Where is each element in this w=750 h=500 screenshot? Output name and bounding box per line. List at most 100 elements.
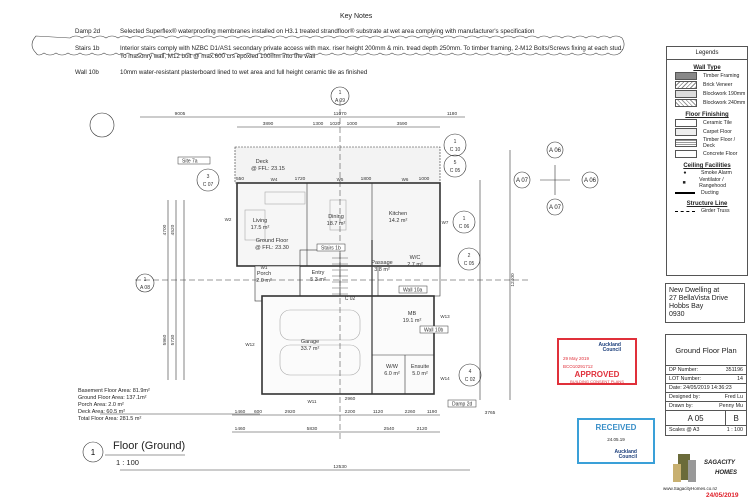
tag-wall-10b: Wall 10b (424, 328, 443, 334)
ventilator-icon: ■ (682, 180, 686, 186)
room-ww: W/W (386, 364, 399, 370)
svg-text:550: 550 (236, 176, 244, 182)
room-passage: Passage (371, 260, 392, 266)
key-note: To masonry wall, M12 bolt @ max.600 crs … (120, 53, 316, 60)
svg-text:1300: 1300 (313, 121, 324, 127)
svg-text:1: 1 (144, 277, 147, 283)
room-wc: W/C (410, 255, 421, 261)
company-logo: SAGACITY HOMES www.SagacityHomes.co.nz 2… (660, 452, 748, 500)
svg-text:1: 1 (463, 216, 466, 222)
svg-text:1020: 1020 (330, 121, 341, 127)
svg-text:A 09: A 09 (335, 98, 345, 104)
svg-text:3: 3 (207, 174, 210, 180)
svg-text:19.1 m²: 19.1 m² (403, 318, 422, 324)
svg-text:C 06: C 06 (459, 224, 470, 230)
svg-text:17.5 m²: 17.5 m² (251, 225, 270, 231)
building-logo-icon (673, 454, 696, 482)
svg-text:3765: 3765 (485, 410, 496, 416)
sheet-number: A 05 (666, 411, 727, 425)
svg-text:2260: 2260 (405, 409, 416, 415)
svg-text:5960: 5960 (162, 334, 168, 345)
received-stamp: RECEIVED 24.05.19 Auckland Council (577, 418, 655, 464)
svg-text:4520: 4520 (170, 224, 176, 235)
svg-text:W1: W1 (261, 265, 268, 270)
room-living: Living (253, 218, 267, 224)
svg-text:2920: 2920 (285, 409, 296, 415)
svg-text:600: 600 (254, 409, 262, 415)
svg-text:C 10: C 10 (450, 147, 461, 153)
tag-stairs: Stairs 1b (321, 246, 341, 252)
svg-text:4: 4 (469, 369, 472, 375)
svg-text:@ FFL: 23.30: @ FFL: 23.30 (255, 245, 289, 251)
svg-text:1190: 1190 (427, 409, 438, 415)
svg-text:33.7 m²: 33.7 m² (301, 346, 320, 352)
room-deck: Deck (256, 159, 269, 165)
svg-text:1120: 1120 (373, 409, 384, 415)
revision-cloud (31, 35, 625, 56)
svg-text:C 07: C 07 (203, 182, 214, 188)
svg-text:C 02: C 02 (465, 377, 476, 383)
svg-text:3890: 3890 (263, 121, 274, 127)
svg-text:W14: W14 (440, 376, 450, 381)
legend-title: Legends (667, 47, 747, 60)
room-mb: MB (408, 311, 417, 317)
svg-text:4700: 4700 (162, 224, 168, 235)
drawing-name: Ground Floor Plan (666, 335, 746, 366)
room-garage: Garage (301, 339, 319, 345)
tag-site: Site 7a (182, 159, 198, 165)
key-notes-title: Key Notes (340, 13, 373, 20)
svg-text:11070: 11070 (334, 111, 347, 117)
svg-text:5: 5 (454, 160, 457, 166)
svg-text:2: 2 (468, 253, 471, 259)
view-title: Floor (Ground) (113, 440, 185, 452)
svg-text:W12: W12 (245, 342, 255, 347)
room-kitchen: Kitchen (389, 211, 407, 217)
svg-text:1: 1 (454, 139, 457, 145)
room-porch: Porch (257, 271, 271, 277)
smoke-alarm-icon: ● (683, 170, 687, 176)
elevation-mark: A 06 (584, 178, 597, 184)
svg-text:2.0 m²: 2.0 m² (256, 278, 272, 284)
svg-text:3.8 m²: 3.8 m² (374, 267, 390, 273)
elevation-mark: A 07 (549, 205, 562, 211)
tag-damp: Damp 2d (452, 402, 473, 408)
legend-panel: Legends Wall Type Timber Framing Brick V… (666, 46, 748, 276)
svg-text:@ FFL: 23.15: @ FFL: 23.15 (251, 166, 285, 172)
room-entry: Entry (312, 270, 325, 276)
svg-text:2120: 2120 (417, 426, 428, 432)
svg-text:C 02: C 02 (345, 296, 356, 302)
svg-text:5830: 5830 (307, 426, 318, 432)
svg-text:5730: 5730 (170, 334, 176, 345)
svg-text:1800: 1800 (361, 176, 372, 182)
elevation-mark: A 07 (516, 178, 529, 184)
svg-text:A 08: A 08 (140, 285, 150, 291)
svg-text:1: 1 (339, 90, 342, 96)
svg-text:2960: 2960 (345, 396, 356, 402)
svg-text:C 05: C 05 (464, 261, 475, 267)
svg-text:5.0 m²: 5.0 m² (412, 371, 428, 377)
view-scale: 1 : 100 (116, 458, 139, 467)
tag-wall-10a: Wall 10a (403, 288, 422, 294)
room-dining: Dining (328, 214, 344, 220)
svg-text:W4: W4 (271, 177, 278, 182)
svg-text:14.2 m²: 14.2 m² (389, 218, 408, 224)
svg-text:C 05: C 05 (450, 168, 461, 174)
svg-text:1000: 1000 (419, 176, 430, 182)
svg-text:6.0 m²: 6.0 m² (384, 371, 400, 377)
title-block: Ground Floor Plan DP Number:351196 LOT N… (665, 334, 747, 436)
svg-text:W2: W2 (225, 217, 232, 222)
approved-stamp: Auckland Council 29 May 2019 BCO10291712… (557, 338, 637, 385)
svg-text:W13: W13 (440, 314, 450, 319)
svg-text:2.7 m²: 2.7 m² (407, 262, 423, 268)
svg-text:W6: W6 (402, 177, 409, 182)
svg-text:W11: W11 (308, 399, 317, 404)
stamp-date: 24/05/2019 (706, 492, 739, 499)
svg-text:12530: 12530 (333, 464, 347, 470)
